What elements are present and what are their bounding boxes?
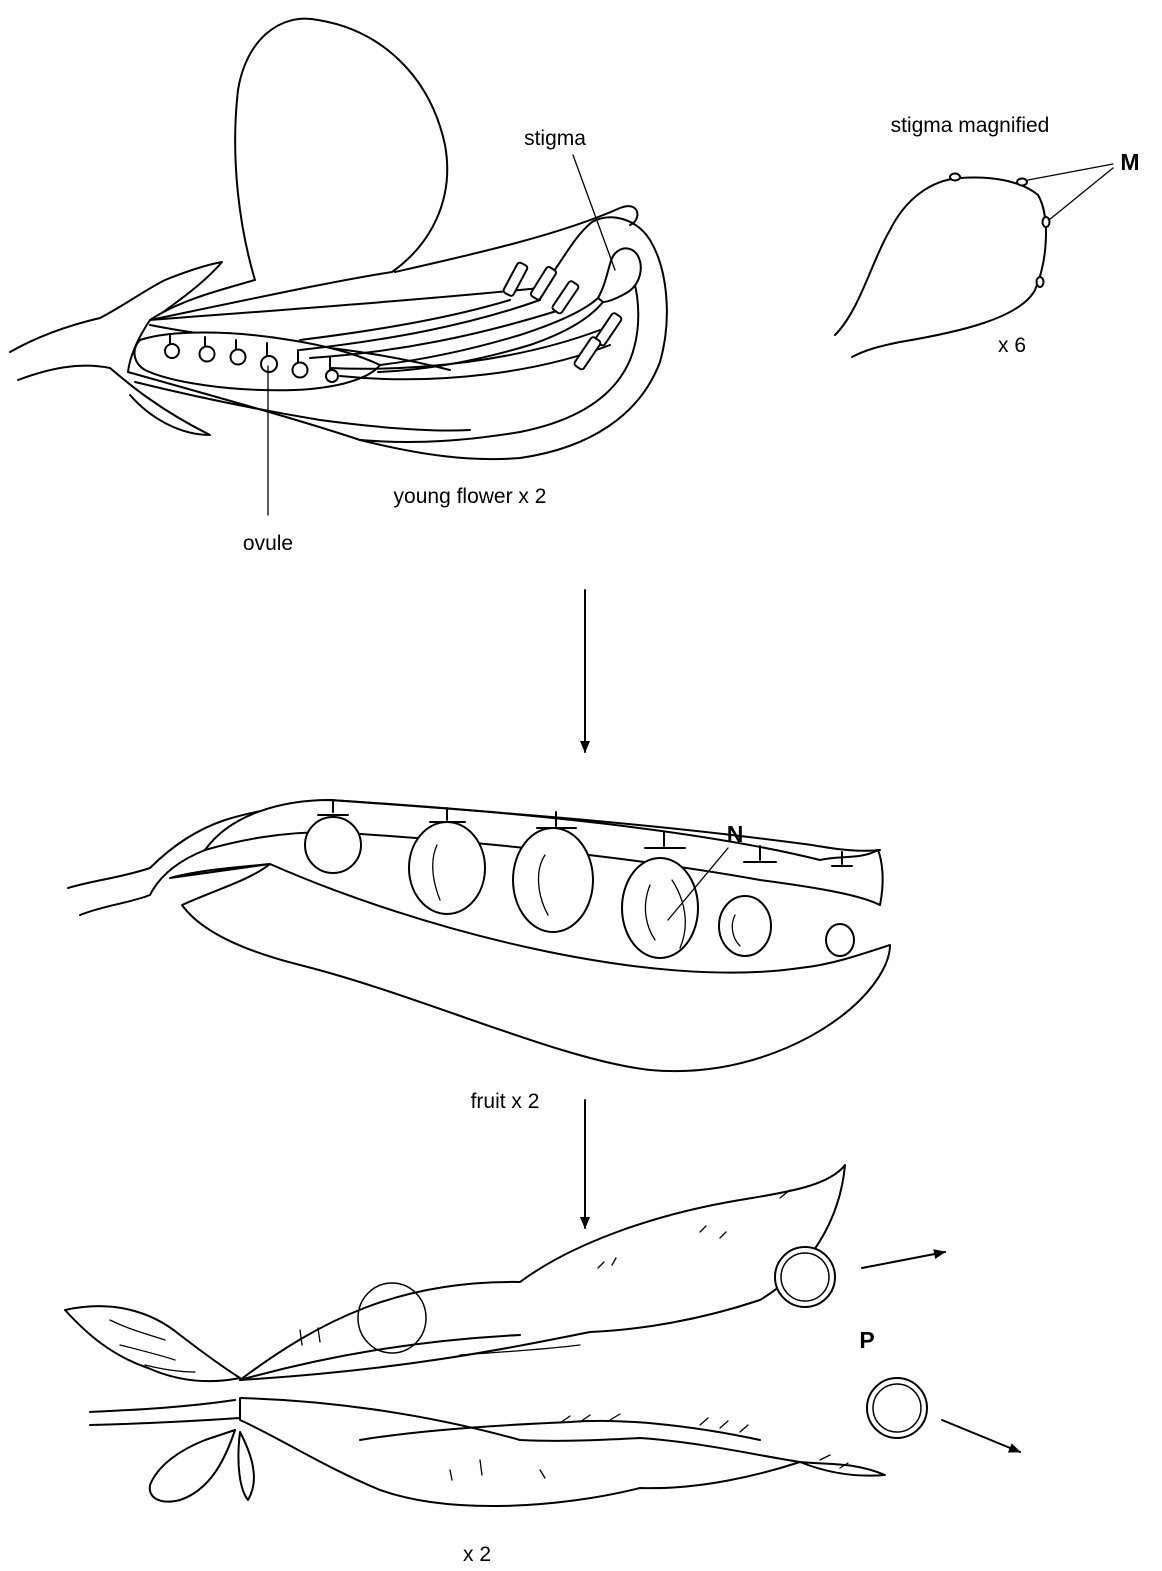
leaf-lower-1: [150, 1430, 235, 1502]
ovule-label: ovule: [243, 532, 293, 555]
M-pointer-2: [1049, 168, 1113, 220]
fruit-pod-drawing: [68, 800, 890, 1071]
leaf-lower-2: [238, 1432, 254, 1500]
split-pod-drawing: [65, 1165, 927, 1506]
upper-valve-open: [240, 1165, 845, 1380]
standard-petal: [150, 19, 447, 320]
magnification-x6-label: x 6: [998, 334, 1026, 357]
seed-dispersal-arrow-upper: [862, 1252, 945, 1268]
stigma-magnified-drawing: [835, 174, 1050, 358]
stigma-magnified-label: stigma magnified: [891, 114, 1050, 137]
leaf-upper: [65, 1306, 240, 1381]
fruit-label: fruit x 2: [471, 1090, 540, 1113]
stigma-label: stigma: [524, 127, 586, 150]
young-flower-label: young flower x 2: [394, 485, 547, 508]
seed-dispersal-arrow-lower: [942, 1420, 1020, 1452]
young-flower-drawing: [10, 19, 667, 459]
lower-valve-open: [240, 1398, 885, 1506]
seeds-P: [775, 1247, 927, 1438]
label-P: P: [859, 1327, 874, 1353]
label-N: N: [727, 821, 744, 847]
label-M: M: [1120, 149, 1139, 175]
split-pod-magnification-label: x 2: [463, 1543, 491, 1566]
